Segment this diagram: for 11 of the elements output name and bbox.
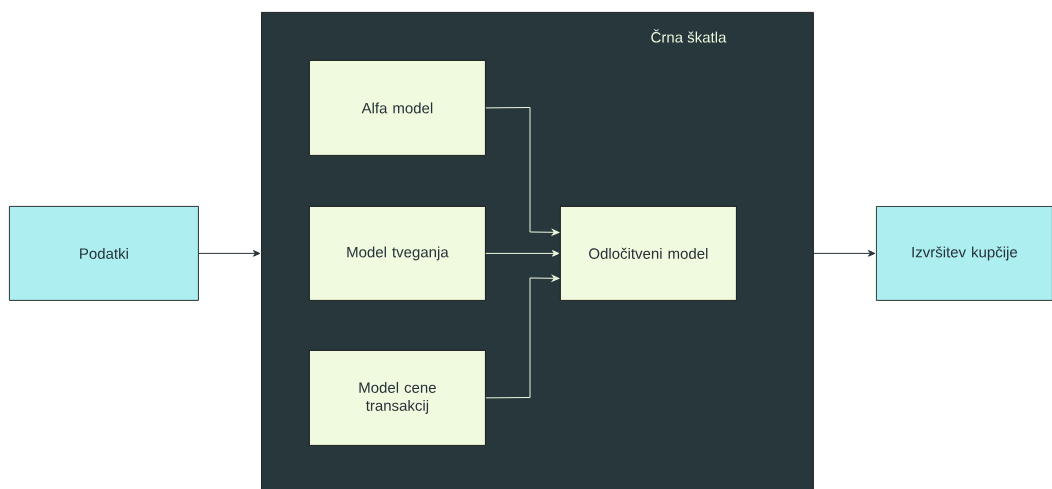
model-box: Odločitveni model <box>560 206 737 301</box>
process-box: Izvršitev kupčije <box>876 206 1052 301</box>
arrow <box>813 250 876 257</box>
model-box: Model tveganja <box>309 206 486 301</box>
arrow <box>198 250 261 257</box>
arrow <box>485 274 560 399</box>
arrow <box>485 107 560 236</box>
arrow <box>485 250 560 257</box>
process-box: Podatki <box>9 206 199 301</box>
model-box: Model cene transakcij <box>309 350 486 446</box>
model-box: Alfa model <box>309 60 486 156</box>
